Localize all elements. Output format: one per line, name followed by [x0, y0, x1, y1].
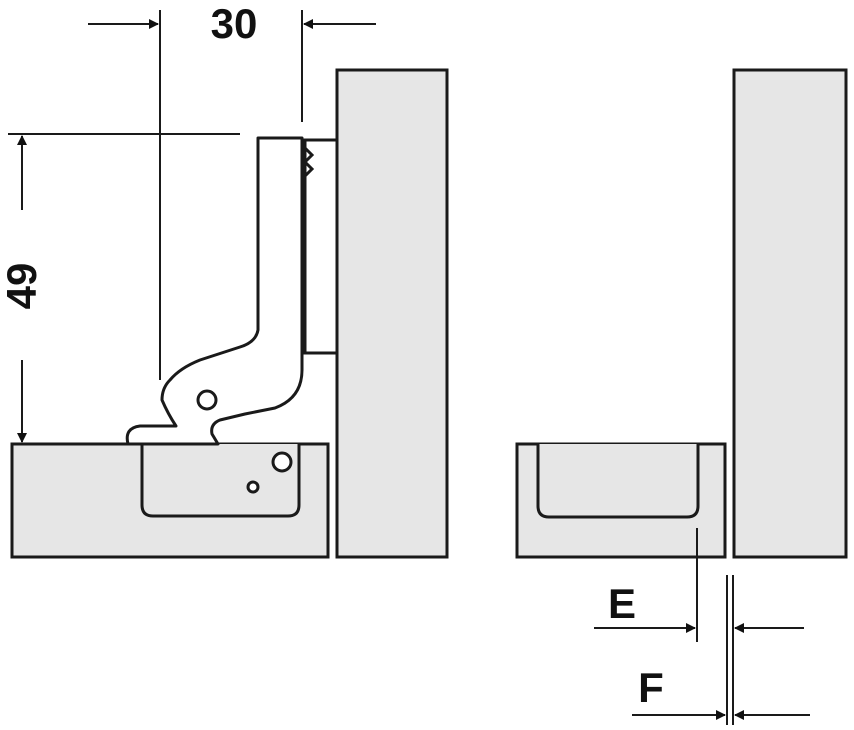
dimension-e: E: [594, 528, 804, 725]
dimension-f: F: [632, 664, 810, 720]
right-hinge-cup: [536, 444, 700, 519]
dimension-49: 49: [0, 133, 240, 443]
left-mounting-plate: [303, 138, 339, 355]
left-cup-pin-hole: [246, 480, 260, 494]
dimension-e-label: E: [608, 580, 636, 627]
left-hinge-cup: [140, 444, 301, 518]
dimension-49-label: 49: [0, 263, 45, 310]
right-cabinet-side-panel: [732, 68, 848, 559]
left-cup-screw-hole: [271, 451, 293, 473]
left-hinge-arm: [125, 136, 304, 446]
left-arm-rivet: [196, 389, 218, 411]
left-plate-notch: [302, 146, 315, 178]
dimension-f-label: F: [638, 664, 664, 711]
left-cabinet-side-panel: [335, 68, 449, 559]
dimension-30: 30: [88, 0, 376, 380]
dimension-30-label: 30: [211, 0, 258, 47]
